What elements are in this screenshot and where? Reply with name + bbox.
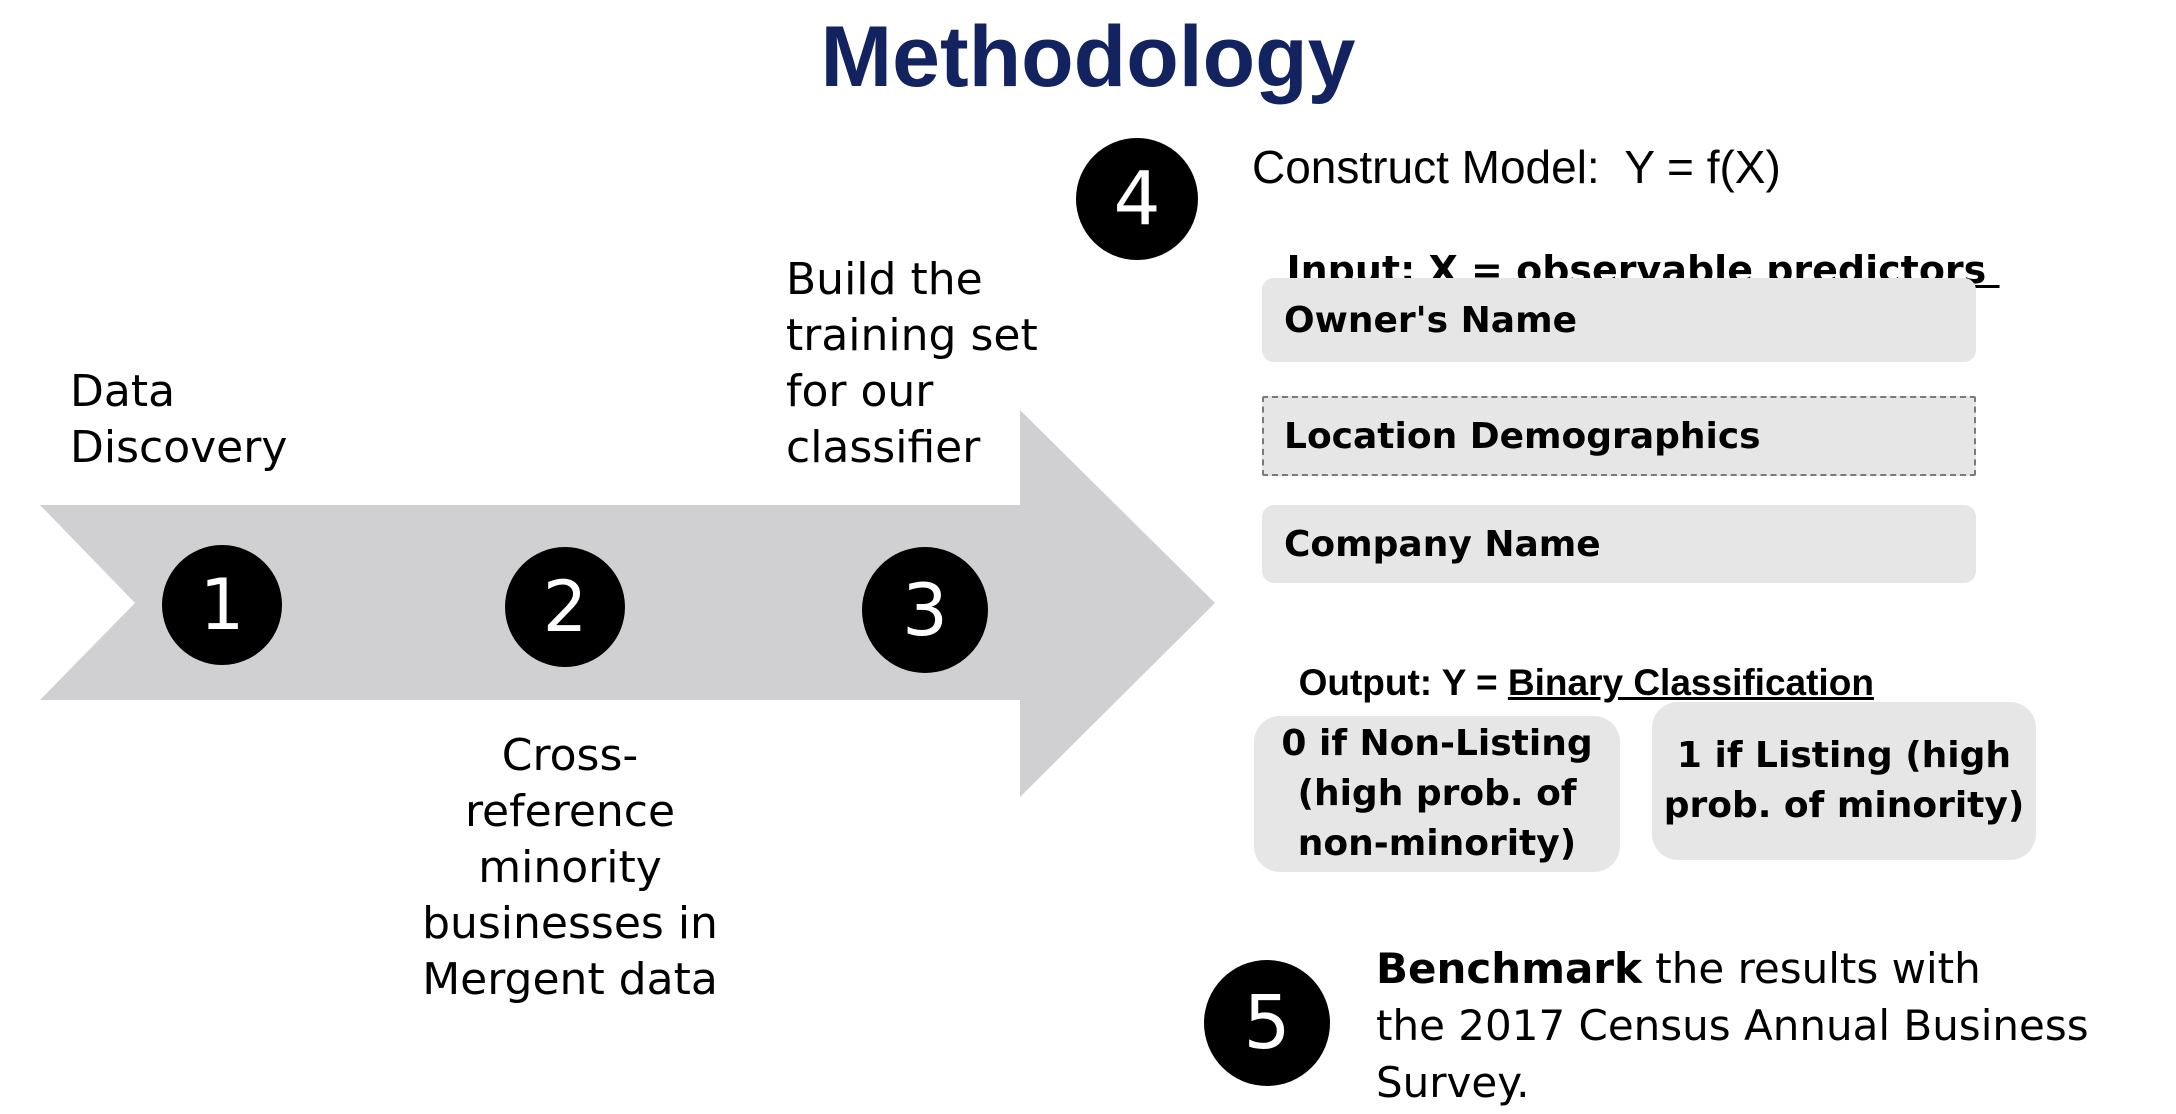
output-value: Binary Classification bbox=[1507, 662, 1874, 703]
step-1-number: 1 bbox=[199, 564, 245, 646]
predictor-owner-name: Owner's Name bbox=[1262, 278, 1976, 362]
step-2-circle: 2 bbox=[505, 547, 625, 667]
step-1-circle: 1 bbox=[162, 545, 282, 665]
step-4-number: 4 bbox=[1113, 156, 1161, 242]
page-title: Methodology bbox=[820, 9, 1356, 105]
step-2-label: Cross- reference minority businesses in … bbox=[422, 730, 718, 1005]
benchmark-bold: Benchmark bbox=[1376, 944, 1642, 993]
benchmark-rest: the results with the 2017 Census Annual … bbox=[1376, 944, 2089, 1107]
outcome-label: 1 if Listing (high prob. of minority) bbox=[1663, 735, 2025, 826]
model-output-line: Output: Y = Binary Classification bbox=[1278, 620, 1874, 704]
predictor-company-name: Company Name bbox=[1262, 505, 1976, 583]
step-1-label: Data Discovery bbox=[70, 366, 288, 473]
arrow-shape bbox=[40, 410, 1215, 797]
predictor-location-demographics: Location Demographics bbox=[1262, 396, 1976, 476]
step-2-number: 2 bbox=[542, 566, 588, 648]
step-5-number: 5 bbox=[1243, 980, 1291, 1066]
predictor-label: Owner's Name bbox=[1284, 299, 1577, 341]
outcome-listing: 1 if Listing (high prob. of minority) bbox=[1652, 702, 2036, 860]
step-3-label: Build the training set for our classifie… bbox=[786, 254, 1038, 473]
outcome-non-listing: 0 if Non-Listing (high prob. of non-mino… bbox=[1254, 716, 1620, 872]
model-heading: Construct Model: Y = f(X) bbox=[1252, 141, 1781, 193]
step-3-number: 3 bbox=[902, 568, 948, 652]
predictor-label: Company Name bbox=[1284, 523, 1601, 565]
predictor-label: Location Demographics bbox=[1284, 415, 1761, 457]
benchmark-text: Benchmark the results with the 2017 Cens… bbox=[1376, 940, 2089, 1111]
step-3-circle: 3 bbox=[862, 547, 988, 673]
output-prefix: Output: Y = bbox=[1298, 662, 1508, 703]
step-5-circle: 5 bbox=[1204, 960, 1330, 1086]
step-4-circle: 4 bbox=[1076, 138, 1198, 260]
outcome-label: 0 if Non-Listing (high prob. of non-mino… bbox=[1281, 723, 1593, 864]
